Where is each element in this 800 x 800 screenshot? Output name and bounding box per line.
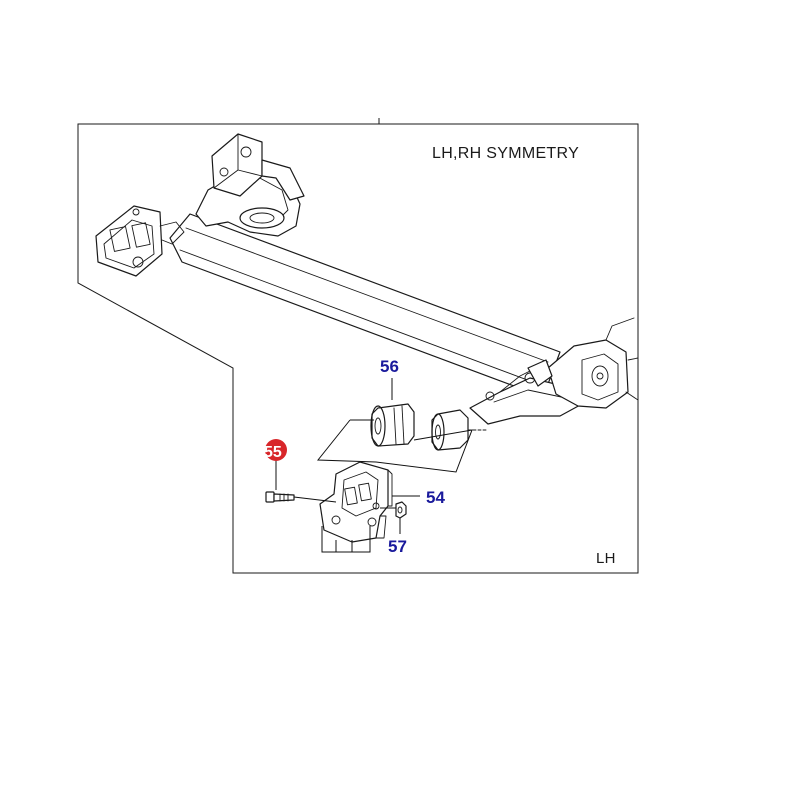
nut-57 — [372, 501, 407, 519]
leader-bracket-base — [321, 526, 371, 553]
callout-57: 57 — [388, 537, 407, 556]
leader-55 — [275, 460, 337, 503]
callout-54: 54 — [426, 488, 445, 507]
leader-57 — [380, 507, 401, 534]
bushing-pair-56 — [370, 403, 489, 451]
side-label: LH — [596, 550, 616, 567]
diagram-frame — [77, 123, 639, 574]
callout-55-highlight — [265, 439, 287, 461]
callout-56: 56 — [380, 357, 399, 376]
symmetry-note: LH,RH SYMMETRY — [432, 145, 579, 162]
leader-56 — [316, 378, 473, 473]
callout-55: 55 — [264, 444, 282, 461]
mounting-bracket-54 — [319, 461, 393, 543]
bolt-55 — [265, 491, 295, 503]
axle-beam — [95, 133, 639, 425]
